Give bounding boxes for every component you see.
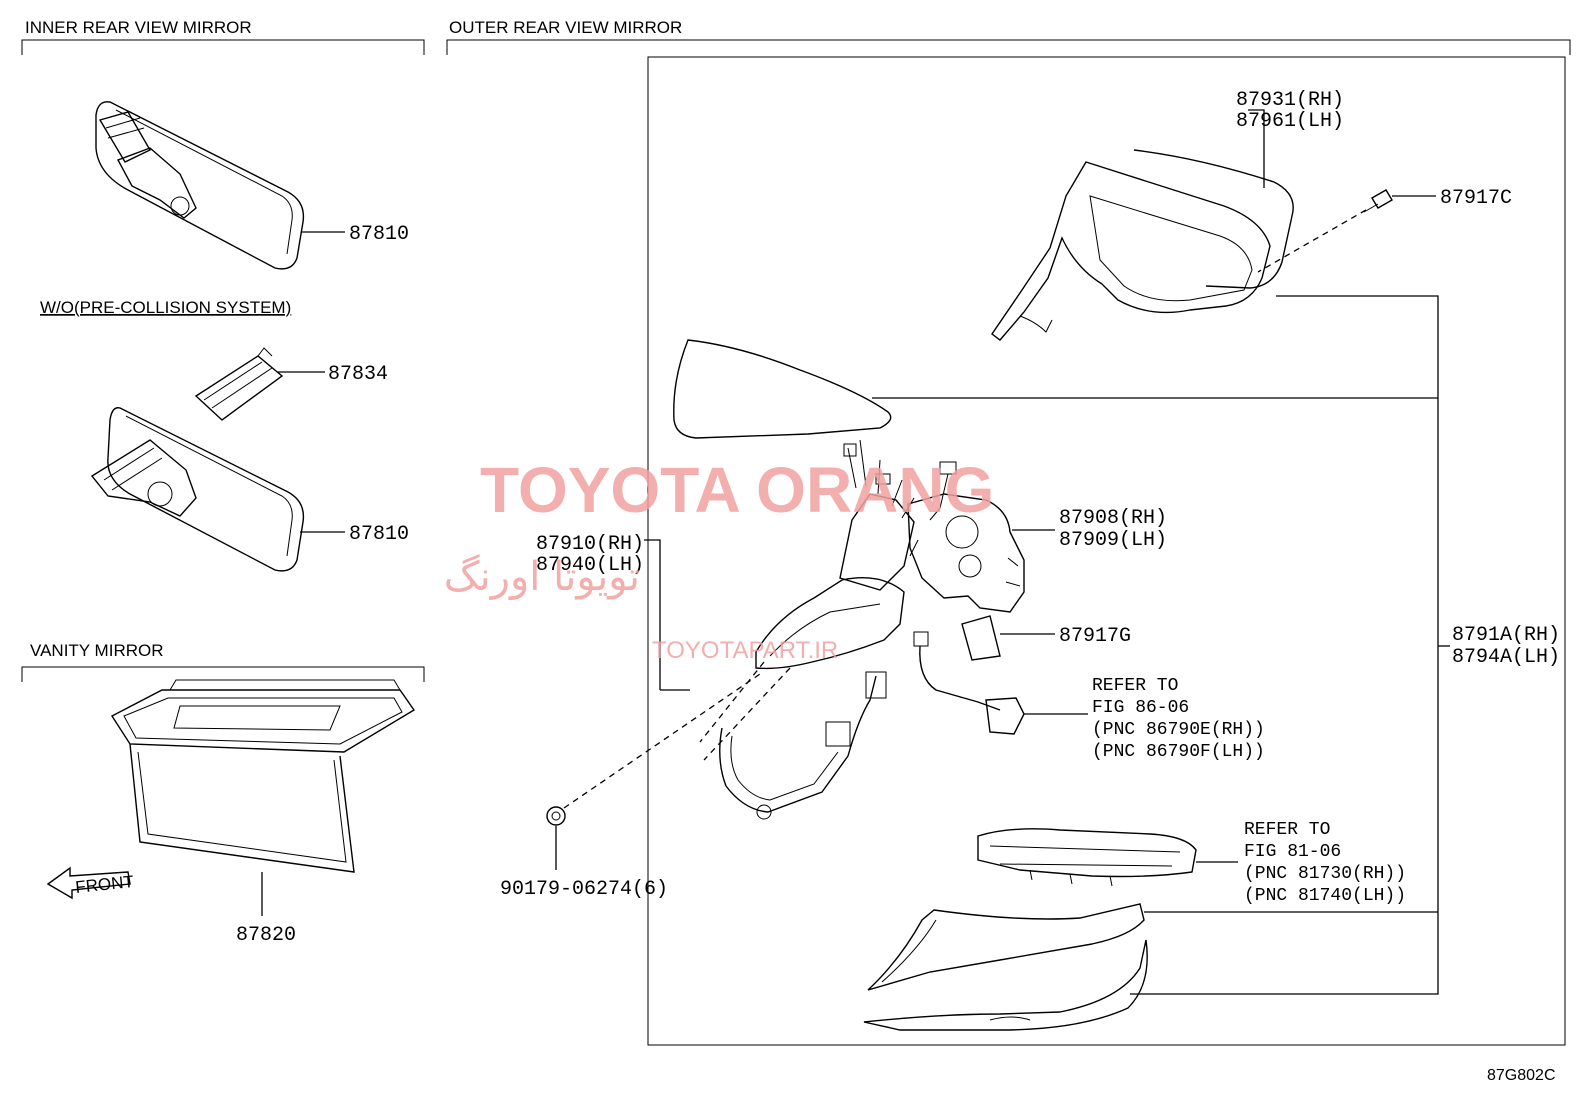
section-bracket-inner <box>21 39 425 55</box>
cover-87834-drawing <box>194 347 284 421</box>
watermark: TOYOTA ORANG تویوتا اورنگ TOYOTAPART.IR <box>444 454 995 664</box>
part-label-87834: 87834 <box>328 363 388 386</box>
retractor-87908-drawing <box>907 493 1025 613</box>
reference-note-86-06: REFER TO FIG 86-06 (PNC 86790E(RH)) (PNC… <box>1092 676 1265 762</box>
part-label-8794a-lh: 8794A(LH) <box>1452 646 1560 669</box>
diagram-code: 87G802C <box>1487 1067 1556 1084</box>
section-title-outer-mirror: OUTER REAR VIEW MIRROR <box>449 18 682 37</box>
turn-signal-lamp-drawing <box>977 828 1197 887</box>
watermark-site: TOYOTAPART.IR <box>652 637 838 664</box>
inner-mirror-wo-pcs-drawing <box>90 407 305 572</box>
part-label-87931-rh: 87931(RH) <box>1236 89 1344 112</box>
ref1-line2: FIG 86-06 <box>1092 698 1189 718</box>
nut-90179-icon <box>546 806 566 826</box>
inner-mirror-drawing <box>95 101 305 270</box>
front-arrow-icon <box>46 866 131 900</box>
ref2-line4: (PNC 81740(LH)) <box>1244 886 1406 906</box>
section-bracket-vanity <box>21 666 425 682</box>
section-bracket-outer <box>446 39 1571 55</box>
pad-87917g-drawing <box>961 615 1001 661</box>
leader-87931 <box>1248 109 1265 188</box>
part-label-87940-lh: 87940(LH) <box>536 554 644 577</box>
mirror-base-harness-drawing <box>699 439 957 820</box>
ref2-line2: FIG 81-06 <box>1244 842 1341 862</box>
ref2-line1: REFER TO <box>1244 820 1330 840</box>
section-title-inner-mirror: INNER REAR VIEW MIRROR <box>25 18 252 37</box>
bracket-8791a <box>1130 295 1439 995</box>
ref1-line4: (PNC 86790F(LH)) <box>1092 742 1265 762</box>
part-label-87917c: 87917C <box>1440 187 1512 210</box>
variant-note-wo-pcs: W/O(PRE-COLLISION SYSTEM) <box>40 298 291 317</box>
watermark-persian: تویوتا اورنگ <box>444 554 640 600</box>
reference-note-81-06: REFER TO FIG 81-06 (PNC 81730(RH)) (PNC … <box>1244 820 1406 906</box>
watermark-brand: TOYOTA ORANG <box>480 454 994 526</box>
mirror-glass-87931-drawing <box>991 149 1294 341</box>
section-title-vanity-mirror: VANITY MIRROR <box>30 641 164 660</box>
ref1-line1: REFER TO <box>1092 676 1178 696</box>
part-label-8791a-rh: 8791A(RH) <box>1452 624 1560 647</box>
ref1-line3: (PNC 86790E(RH)) <box>1092 720 1265 740</box>
lower-cover-upper-drawing <box>867 903 1145 991</box>
dashed-line-90179 <box>563 673 761 809</box>
ref2-line3: (PNC 81730(RH)) <box>1244 864 1406 884</box>
lower-cover-lower-drawing <box>863 939 1148 1031</box>
part-label-87810-a: 87810 <box>349 223 409 246</box>
mirror-cap-drawing <box>673 339 892 439</box>
part-label-87961-lh: 87961(LH) <box>1236 110 1344 133</box>
dashed-line-87917c <box>1257 209 1367 273</box>
part-label-87910-rh: 87910(RH) <box>536 533 644 556</box>
part-label-90179: 90179-06274(6) <box>500 878 668 901</box>
camera-cable-drawing <box>913 631 1025 735</box>
vanity-mirror-drawing <box>110 679 416 873</box>
part-label-87810-b: 87810 <box>349 523 409 546</box>
outer-mirror-assembly-frame <box>647 56 1566 1046</box>
leader-87910 <box>644 539 690 691</box>
part-label-87909-lh: 87909(LH) <box>1059 529 1167 552</box>
part-label-87908-rh: 87908(RH) <box>1059 507 1167 530</box>
screw-87917c-icon <box>1363 189 1393 213</box>
part-label-87917g: 87917G <box>1059 625 1131 648</box>
part-label-87820: 87820 <box>236 924 296 947</box>
